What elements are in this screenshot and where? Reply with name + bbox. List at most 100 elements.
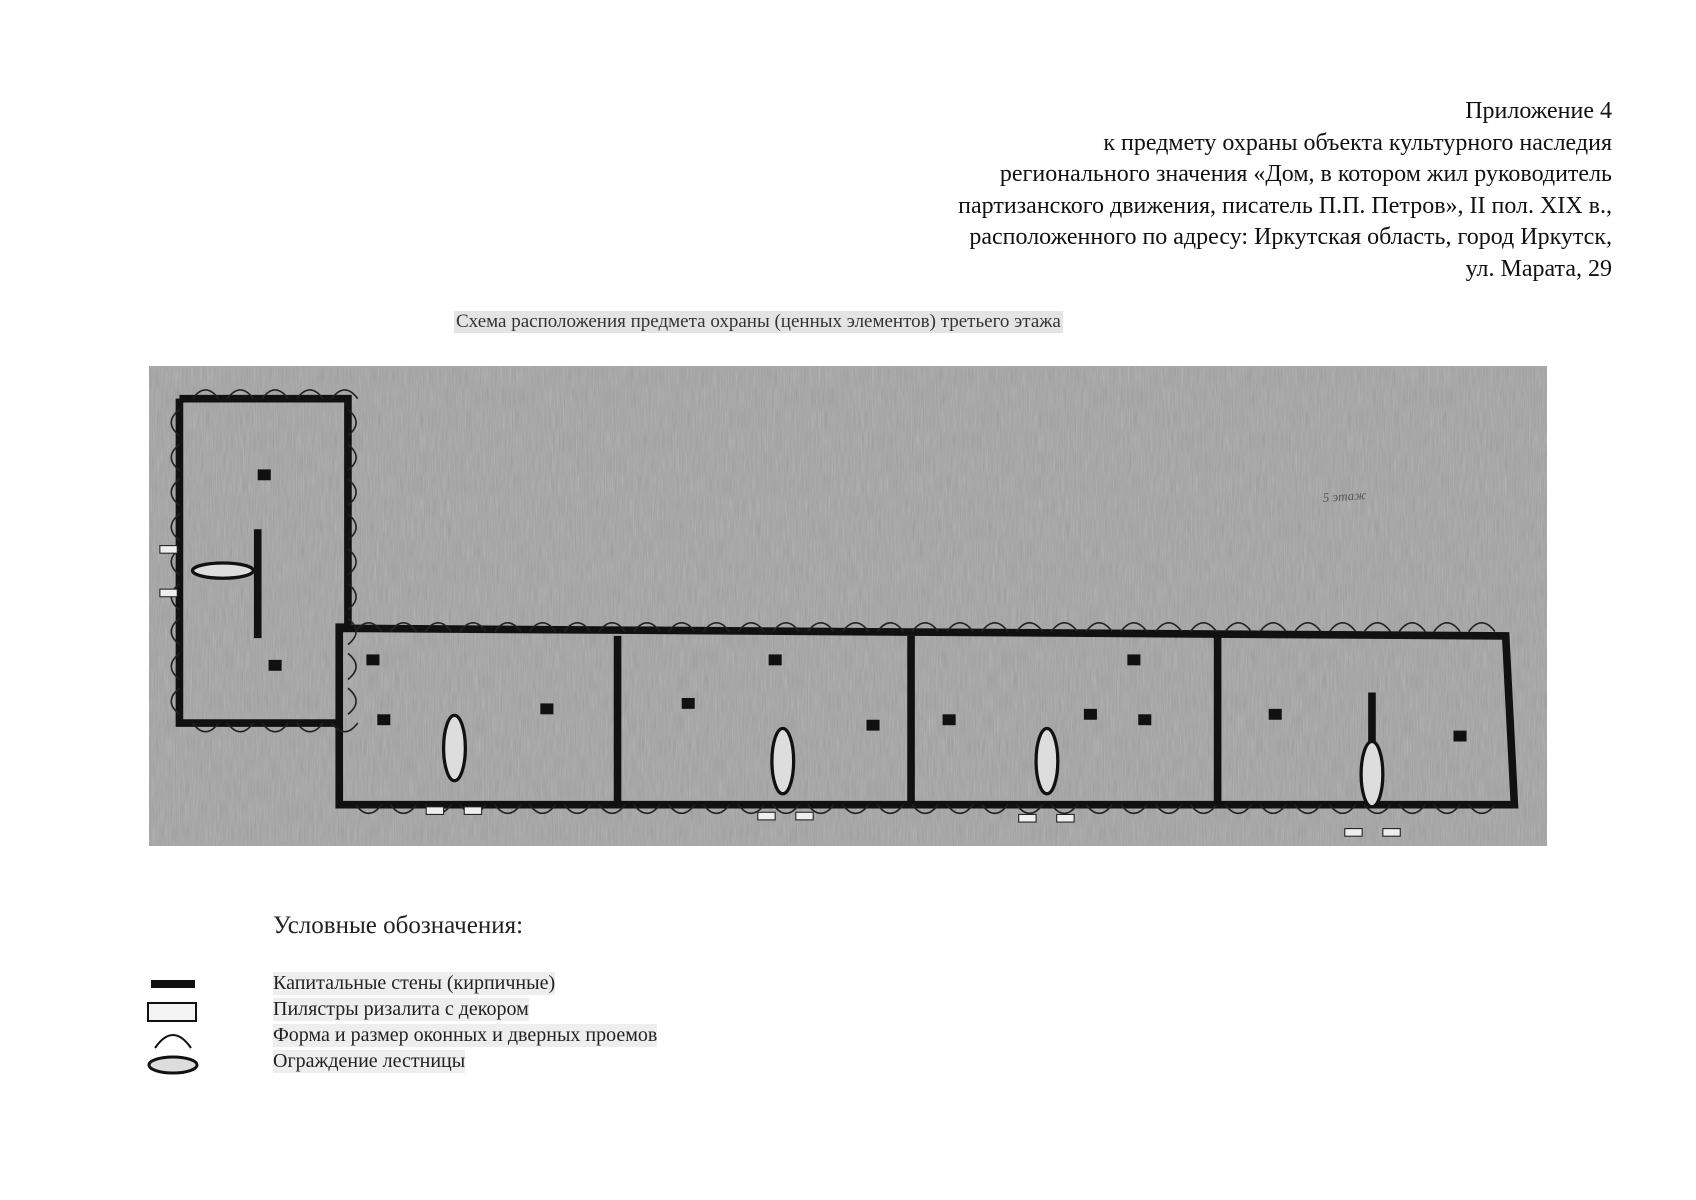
window-arc bbox=[633, 804, 661, 815]
window-arc bbox=[347, 583, 357, 611]
window-arc bbox=[330, 389, 359, 400]
window-arc bbox=[807, 622, 835, 633]
legend-label: Ограждение лестницы bbox=[273, 1050, 466, 1073]
window-arc bbox=[389, 622, 418, 633]
header-line: регионального значения «Дом, в котором ж… bbox=[999, 161, 1612, 187]
pier bbox=[942, 714, 956, 726]
window-arc bbox=[1433, 804, 1461, 815]
window-arc bbox=[1015, 804, 1044, 815]
pier bbox=[377, 714, 391, 726]
stair-railing-oval-icon bbox=[147, 1055, 199, 1075]
wall-bar-icon bbox=[151, 980, 195, 988]
plan-caption: Схема расположения предмета охраны (ценн… bbox=[454, 311, 1063, 333]
pilaster bbox=[757, 811, 776, 821]
window-arc bbox=[772, 804, 800, 815]
window-arc bbox=[424, 622, 452, 633]
window-arc bbox=[1015, 622, 1044, 633]
window-arc bbox=[170, 478, 180, 506]
scale-note: 5 этаж bbox=[1322, 487, 1367, 505]
window-arc bbox=[459, 622, 487, 633]
legend-item: Капитальные стены (кирпичные) bbox=[145, 972, 845, 998]
window-arc bbox=[1328, 804, 1357, 815]
window-arc bbox=[876, 622, 905, 633]
window-arc bbox=[347, 443, 357, 472]
pilaster bbox=[425, 806, 445, 815]
window-arc bbox=[737, 804, 765, 815]
window-arc bbox=[1398, 804, 1426, 815]
window-arc bbox=[1468, 622, 1496, 633]
window-arc bbox=[1363, 622, 1392, 633]
header-line: расположенного по адресу: Иркутская обла… bbox=[969, 224, 1612, 250]
wall-piers bbox=[257, 469, 1467, 742]
window-arc bbox=[347, 652, 357, 681]
pier bbox=[540, 703, 554, 715]
pier bbox=[1138, 714, 1152, 726]
legend-label: Пилястры ризалита с декором bbox=[273, 998, 529, 1021]
window-arc bbox=[1363, 804, 1392, 815]
window-arc bbox=[981, 804, 1009, 815]
floor-plan: 5 этаж bbox=[149, 366, 1547, 846]
window-arc bbox=[1259, 804, 1287, 815]
window-arc bbox=[598, 804, 626, 815]
pilasters bbox=[159, 545, 1401, 837]
window-arc bbox=[347, 513, 357, 541]
pier bbox=[681, 697, 695, 709]
window-arc bbox=[1328, 622, 1357, 633]
window-arc bbox=[911, 622, 939, 633]
window-arc bbox=[772, 622, 800, 633]
stair-railing bbox=[1359, 739, 1385, 809]
window-arc bbox=[841, 804, 870, 815]
window-arc bbox=[296, 722, 324, 733]
stair-railings bbox=[190, 561, 1385, 809]
window-arc bbox=[528, 622, 557, 633]
window-arc bbox=[981, 622, 1009, 633]
window-arc bbox=[563, 804, 592, 815]
window-arc bbox=[598, 622, 626, 633]
window-arc bbox=[226, 389, 255, 400]
window-arc bbox=[1050, 622, 1079, 633]
window-openings bbox=[170, 389, 1496, 815]
window-arc bbox=[347, 548, 357, 576]
window-arc bbox=[1224, 622, 1252, 633]
appendix-header: Приложение 4 к предмету охраны объекта к… bbox=[958, 96, 1612, 285]
window-arc bbox=[667, 622, 696, 633]
pier bbox=[1453, 730, 1467, 742]
window-arc bbox=[946, 804, 974, 815]
window-arc bbox=[347, 478, 357, 506]
window-arc-icon bbox=[154, 1034, 192, 1049]
pier bbox=[268, 659, 282, 671]
pier bbox=[1268, 708, 1282, 720]
pilaster bbox=[1056, 813, 1075, 823]
header-line: партизанского движения, писатель П.П. Пе… bbox=[958, 192, 1612, 219]
stair-railing bbox=[1034, 726, 1060, 796]
window-arc bbox=[494, 622, 522, 633]
window-arc bbox=[191, 389, 220, 400]
window-arc bbox=[191, 722, 220, 733]
window-arc bbox=[1468, 804, 1496, 815]
window-arc bbox=[389, 804, 418, 815]
window-arc bbox=[841, 622, 870, 633]
pilaster bbox=[159, 545, 178, 554]
window-arc bbox=[170, 443, 180, 472]
legend-title: Условные обозначения: bbox=[273, 912, 524, 939]
window-arc bbox=[876, 804, 905, 815]
window-arc bbox=[226, 722, 255, 733]
window-arc bbox=[170, 408, 180, 437]
legend-label: Капитальные стены (кирпичные) bbox=[273, 972, 556, 995]
window-arc bbox=[737, 622, 765, 633]
window-arc bbox=[1154, 622, 1183, 633]
window-arc bbox=[170, 513, 180, 541]
pier bbox=[768, 654, 782, 666]
capital-walls bbox=[175, 394, 1519, 809]
window-arc bbox=[347, 617, 357, 646]
pier bbox=[1127, 654, 1141, 666]
window-arc bbox=[1294, 804, 1322, 815]
legend-item: Пилястры ризалита с декором bbox=[145, 998, 845, 1024]
pilaster bbox=[1018, 813, 1037, 823]
pier bbox=[866, 719, 880, 731]
window-arc bbox=[702, 622, 731, 633]
window-arc bbox=[1259, 622, 1287, 633]
window-arc bbox=[1120, 804, 1148, 815]
window-arc bbox=[347, 408, 357, 437]
outer-wall bbox=[179, 394, 1519, 809]
